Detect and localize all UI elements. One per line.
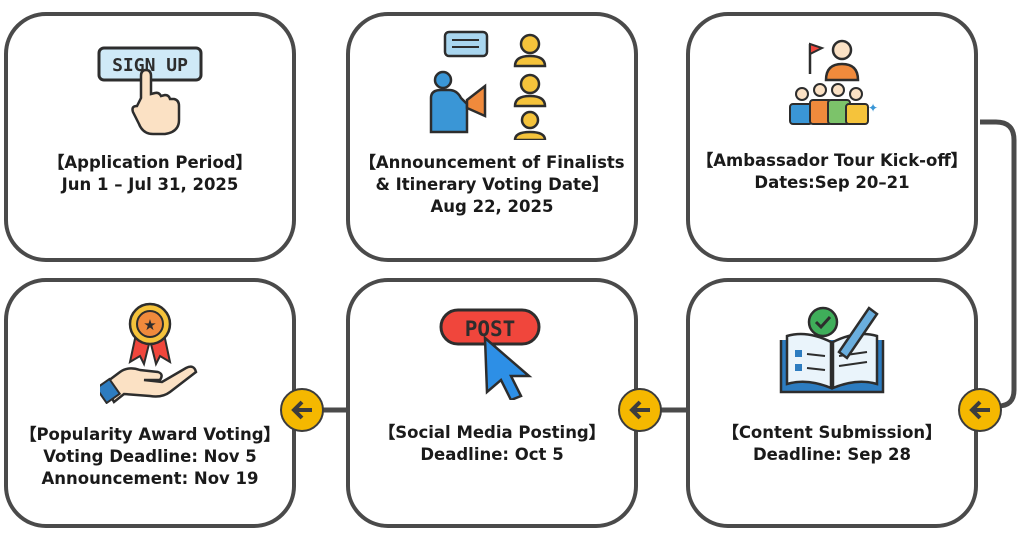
book-pen-check-icon — [779, 306, 885, 394]
step-card-content-submission: 【Content Submission】 Deadline: Sep 28 — [686, 278, 978, 528]
svg-text:✦: ✦ — [868, 101, 878, 115]
flow-arrow-to-popularity-award — [280, 388, 324, 432]
svg-text:POST: POST — [465, 317, 516, 341]
flow-arrow-to-social-media — [618, 388, 662, 432]
post-cursor-icon: POST — [439, 308, 541, 400]
step-card-social-media: POST 【Social Media Posting】 Deadline: Oc… — [346, 278, 638, 528]
tour-guide-group-icon: ✦ — [789, 39, 878, 125]
step-text-tour-kickoff: 【Ambassador Tour Kick-off】 Dates:Sep 20–… — [696, 151, 968, 192]
arrow-left-icon — [969, 400, 990, 420]
step-card-popularity-award: ★ 【Popularity Award Voting】 Voting Deadl… — [4, 278, 296, 528]
step-text-popularity-award: 【Popularity Award Voting】 Voting Deadlin… — [19, 425, 281, 488]
svg-text:SIGN UP: SIGN UP — [112, 55, 188, 76]
flow-connector-3-4 — [976, 119, 1017, 409]
step-text-social-media: 【Social Media Posting】 Deadline: Oct 5 — [378, 423, 606, 464]
svg-text:★: ★ — [143, 316, 156, 334]
step-card-application: SIGN UP 【Application Period】 Jun 1 – Jul… — [4, 12, 296, 262]
sign-up-icon: SIGN UP — [97, 46, 203, 136]
step-card-finalists: 【Announcement of Finalists & Itinerary V… — [346, 12, 638, 262]
flow-arrow-to-content-submission — [958, 388, 1002, 432]
step-card-tour-kickoff: ✦ 【Ambassador Tour Kick-off】 Dates:Sep 2… — [686, 12, 978, 262]
step-text-content-submission: 【Content Submission】 Deadline: Sep 28 — [722, 423, 942, 464]
step-text-finalists: 【Announcement of Finalists & Itinerary V… — [359, 153, 625, 216]
award-medal-hand-icon: ★ — [100, 302, 198, 404]
announcement-megaphone-icon — [429, 30, 547, 140]
arrow-left-icon — [291, 400, 312, 420]
arrow-left-icon — [629, 400, 650, 420]
step-text-application: 【Application Period】 Jun 1 – Jul 31, 202… — [47, 153, 253, 194]
